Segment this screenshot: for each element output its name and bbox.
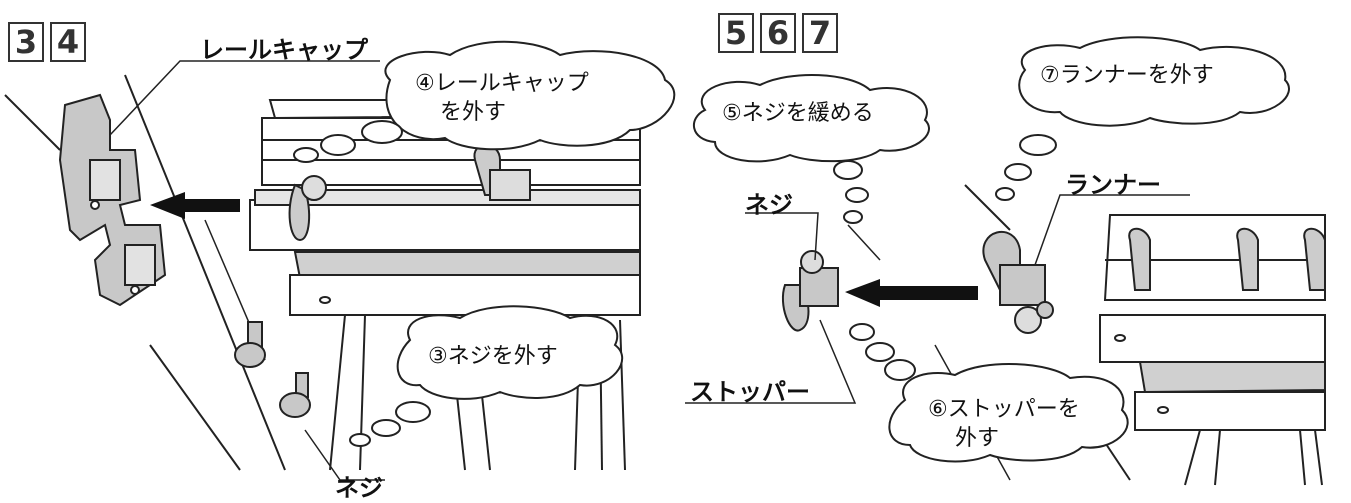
remove-stopper-line1: ⑥ストッパーを [928,397,1080,422]
remove-runner-instruction: ⑦ランナーを外す [1040,63,1214,88]
step-number-5: 5 [718,13,754,53]
step-number-6: 6 [760,13,796,53]
left-screws [234,321,311,418]
right-screw-label: ネジ [745,191,793,219]
runner-part [982,231,1054,334]
remove-rail-cap-line1: ④レールキャップ [415,71,589,96]
loosen-screw-instruction: ⑤ネジを緩める [722,101,874,126]
right-leader-lines [685,194,1190,404]
remove-rail-cap-line2: を外す [440,100,507,125]
left-thought-bubbles [293,40,676,447]
left-leader-lines [109,60,385,481]
stopper-part [781,250,839,332]
right-thought-bubbles [692,36,1290,463]
remove-screw-instruction: ③ネジを外す [428,344,558,369]
right-arrow [845,279,978,307]
rail-cap-part [58,93,167,307]
step-number-7: 7 [802,13,838,53]
step-number-4: 4 [50,22,86,62]
left-rail-illustration [4,74,641,471]
left-arrow [150,192,240,219]
rail-cap-label: レールキャップ [200,36,368,64]
runner-label: ランナー [1065,171,1161,199]
stopper-label: ストッパー [690,378,810,406]
left-screw-label: ネジ [335,474,383,502]
step-number-3: 3 [8,22,44,62]
remove-stopper-line2: 外す [955,426,1000,451]
right-rail-illustration [847,184,1326,486]
